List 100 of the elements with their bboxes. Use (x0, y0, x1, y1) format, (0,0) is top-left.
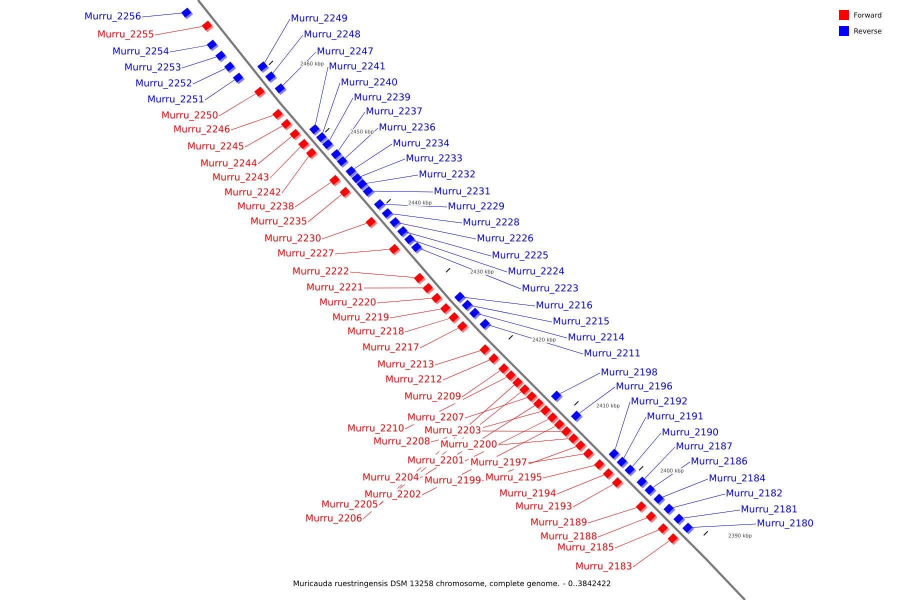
leader-line (406, 232, 492, 256)
leader-line (398, 222, 476, 240)
gene-block (215, 50, 228, 62)
gene-label: Murru_2208 (374, 437, 430, 447)
gene-label: Murru_2189 (531, 518, 587, 528)
gene-label: Murru_2251 (148, 95, 204, 105)
gene-block (454, 292, 466, 304)
gene-label: Murru_2211 (584, 349, 640, 359)
gene-block (254, 86, 266, 98)
gene-block (646, 511, 658, 523)
leader-line (142, 12, 182, 18)
leader-line (344, 128, 378, 158)
leader-line (329, 98, 354, 140)
gene-label: Murru_2194 (500, 489, 556, 499)
gene-label: Murru_2183 (576, 562, 632, 572)
leader-line (588, 507, 637, 524)
gene-block (388, 244, 401, 256)
gene-label: Murru_2252 (136, 79, 192, 89)
gene-label: Murru_2184 (710, 474, 766, 484)
leader-line (464, 297, 536, 306)
gene-block (272, 108, 284, 121)
gene-block (488, 353, 500, 365)
gene-block (265, 71, 278, 83)
gene-label: Murru_2233 (406, 154, 462, 164)
leader-line (422, 426, 556, 496)
leader-line (662, 478, 708, 498)
gene-block (422, 282, 434, 295)
gene-block (568, 433, 580, 445)
leader-line (372, 190, 434, 192)
gene-label: Murru_2202 (365, 490, 420, 500)
gene-label: Murru_2195 (486, 473, 542, 483)
gene-block (616, 456, 628, 468)
gene-label: Murru_2230 (265, 234, 321, 244)
leader-line (482, 430, 562, 432)
leader-line (692, 524, 756, 528)
gene-label: Murru_2200 (441, 440, 497, 450)
gene-label: Murru_2227 (278, 249, 334, 259)
gene-block (431, 292, 444, 305)
leader-line (308, 194, 342, 222)
leader-line (644, 446, 676, 479)
gene-label: Murru_2215 (554, 317, 609, 327)
gene-block (540, 405, 552, 417)
gene-label: Murru_2210 (348, 424, 404, 434)
gene-label: Murru_2234 (394, 139, 450, 149)
leader-line (354, 144, 392, 170)
leader-line (683, 510, 740, 518)
gene-block (554, 419, 566, 431)
gene-block (575, 440, 587, 452)
gene-block (397, 226, 410, 238)
gene-label: Murru_2244 (201, 159, 257, 169)
leader-line (420, 328, 459, 348)
gene-label: Murru_2246 (174, 125, 230, 135)
leader-line (170, 45, 208, 52)
gene-label: Murru_2221 (307, 283, 362, 293)
leader-line (614, 402, 630, 450)
gene-label: Murru_2223 (522, 284, 578, 294)
leader-line (218, 94, 256, 116)
gene-label: Murru_2219 (333, 313, 389, 323)
gene-label: Murru_2198 (602, 368, 657, 378)
gene-label: Murru_2237 (366, 107, 422, 117)
leader-line (360, 158, 406, 177)
gene-label: Murru_2187 (676, 442, 732, 452)
gene-block (526, 391, 538, 403)
gene-block (457, 321, 469, 333)
gene-label: Murru_2231 (434, 187, 490, 197)
gene-label: Murru_2201 (408, 456, 464, 466)
leader-line (462, 370, 500, 398)
gene-block (257, 61, 270, 73)
gene-block (469, 308, 482, 320)
gene-label: Murru_2186 (692, 457, 748, 467)
leader-line (204, 80, 235, 100)
gene-block (390, 217, 402, 229)
gene-block (382, 208, 394, 220)
gene-block (673, 514, 686, 526)
leader-line (470, 305, 552, 322)
gene-label: Murru_2191 (648, 412, 703, 422)
gene-label: Murru_2232 (420, 170, 475, 180)
gene-block (290, 128, 302, 141)
leader-line (362, 384, 514, 520)
leader-line (322, 223, 367, 240)
leader-line (572, 484, 614, 508)
leader-line (338, 112, 366, 151)
gene-block (644, 484, 656, 496)
gene-label: Murru_2216 (536, 301, 592, 311)
gene-block (206, 40, 219, 52)
gene-label: Murru_2214 (568, 333, 624, 343)
gene-block (551, 390, 563, 402)
leader-line (673, 494, 726, 508)
gene-label: Murru_2205 (322, 500, 378, 510)
gene-block (512, 377, 524, 389)
leader-line (154, 26, 202, 36)
gene-label: Murru_2199 (425, 476, 481, 486)
gene-block (274, 83, 287, 95)
gene-block (658, 523, 670, 535)
leader-line (322, 82, 340, 133)
gene-block (336, 156, 349, 168)
gene-label: Murru_2239 (354, 93, 410, 103)
gene-label: Murru_2193 (516, 502, 572, 512)
gene-label: Murru_2188 (541, 532, 597, 542)
gene-block (664, 504, 676, 516)
